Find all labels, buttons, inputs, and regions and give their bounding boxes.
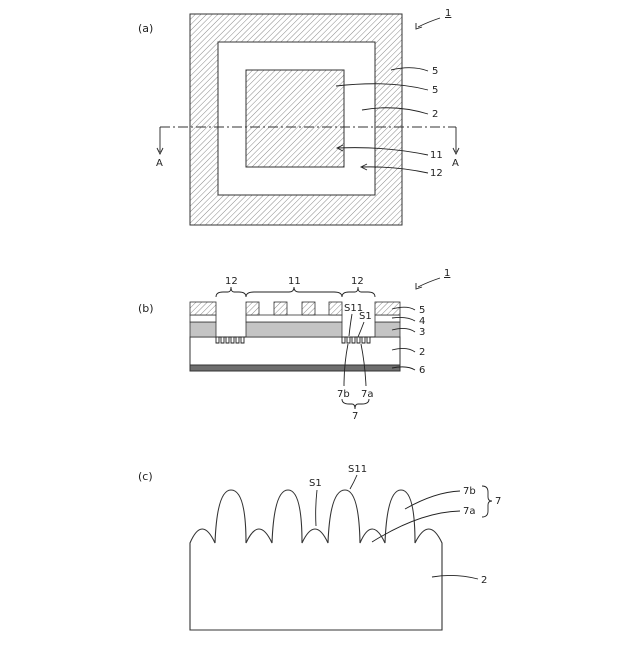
panel-b: (b) 1 12 11 12 S11 S1 bbox=[138, 268, 450, 422]
brace-12-left bbox=[216, 287, 246, 297]
layer-4-left bbox=[190, 315, 216, 322]
section-label-left: A bbox=[156, 158, 163, 169]
label-5-center: 5 bbox=[432, 85, 438, 96]
layer-5-block-2 bbox=[274, 302, 287, 315]
panel-a: (a) A A 1 5 5 2 11 12 bbox=[138, 8, 459, 225]
leader-s1 bbox=[358, 322, 364, 337]
layer-3-right bbox=[375, 322, 400, 337]
brace-label-12-right: 12 bbox=[351, 276, 364, 287]
brace-12-right bbox=[342, 287, 375, 297]
label-3: 3 bbox=[419, 327, 425, 338]
label-2b: 2 bbox=[419, 347, 425, 358]
layer-5-right bbox=[375, 302, 400, 315]
leader-s1-c bbox=[316, 490, 317, 526]
label-6: 6 bbox=[419, 365, 425, 376]
label-5-outer: 5 bbox=[432, 66, 438, 77]
leader-7b-c bbox=[405, 491, 460, 509]
ref-1-label: 1 bbox=[445, 8, 451, 19]
ref-1-leader bbox=[418, 18, 440, 27]
layer-5-block-1 bbox=[246, 302, 259, 315]
ref-1b-label: 1 bbox=[444, 268, 450, 279]
label-7a: 7a bbox=[361, 389, 374, 400]
layer-5-left bbox=[190, 302, 216, 315]
label-7: 7 bbox=[352, 411, 358, 422]
layer-6 bbox=[190, 365, 400, 371]
layer-3-center bbox=[246, 322, 342, 337]
ref-1-arrowhead bbox=[416, 23, 422, 29]
label-12: 12 bbox=[430, 168, 443, 179]
layer-4-right bbox=[375, 315, 400, 322]
leader-s11-c bbox=[350, 475, 357, 489]
label-4: 4 bbox=[419, 316, 425, 327]
layer-3-left bbox=[190, 322, 216, 337]
label-5b: 5 bbox=[419, 305, 425, 316]
label-s1-c: S1 bbox=[309, 478, 322, 489]
brace-7 bbox=[342, 399, 369, 409]
panel-c-label: (c) bbox=[138, 470, 153, 483]
brace-11 bbox=[246, 287, 342, 297]
panel-b-label: (b) bbox=[138, 302, 154, 315]
label-7a-c: 7a bbox=[463, 506, 476, 517]
brace-label-11: 11 bbox=[288, 276, 301, 287]
layer-5-block-4 bbox=[329, 302, 342, 315]
label-2-c: 2 bbox=[481, 575, 487, 586]
label-s1: S1 bbox=[359, 311, 372, 322]
ref-1b-leader bbox=[418, 278, 440, 287]
label-s11-c: S11 bbox=[348, 464, 367, 475]
center-square-5 bbox=[246, 70, 344, 167]
label-7b: 7b bbox=[337, 389, 350, 400]
panel-c: (c) S1 S11 7b 7a 7 2 bbox=[138, 464, 501, 630]
leader-s11 bbox=[349, 314, 352, 336]
brace-label-12-left: 12 bbox=[225, 276, 238, 287]
section-label-right: A bbox=[452, 158, 459, 169]
label-11: 11 bbox=[430, 150, 443, 161]
layer-5-block-3 bbox=[302, 302, 315, 315]
label-2: 2 bbox=[432, 109, 438, 120]
panel-a-label: (a) bbox=[138, 22, 153, 35]
brace-7-c bbox=[482, 486, 492, 517]
label-7-c: 7 bbox=[495, 496, 501, 507]
ref-1b-arrowhead bbox=[416, 283, 422, 289]
layer-4-center bbox=[246, 315, 342, 322]
label-7b-c: 7b bbox=[463, 486, 476, 497]
substrate-2 bbox=[190, 337, 400, 365]
